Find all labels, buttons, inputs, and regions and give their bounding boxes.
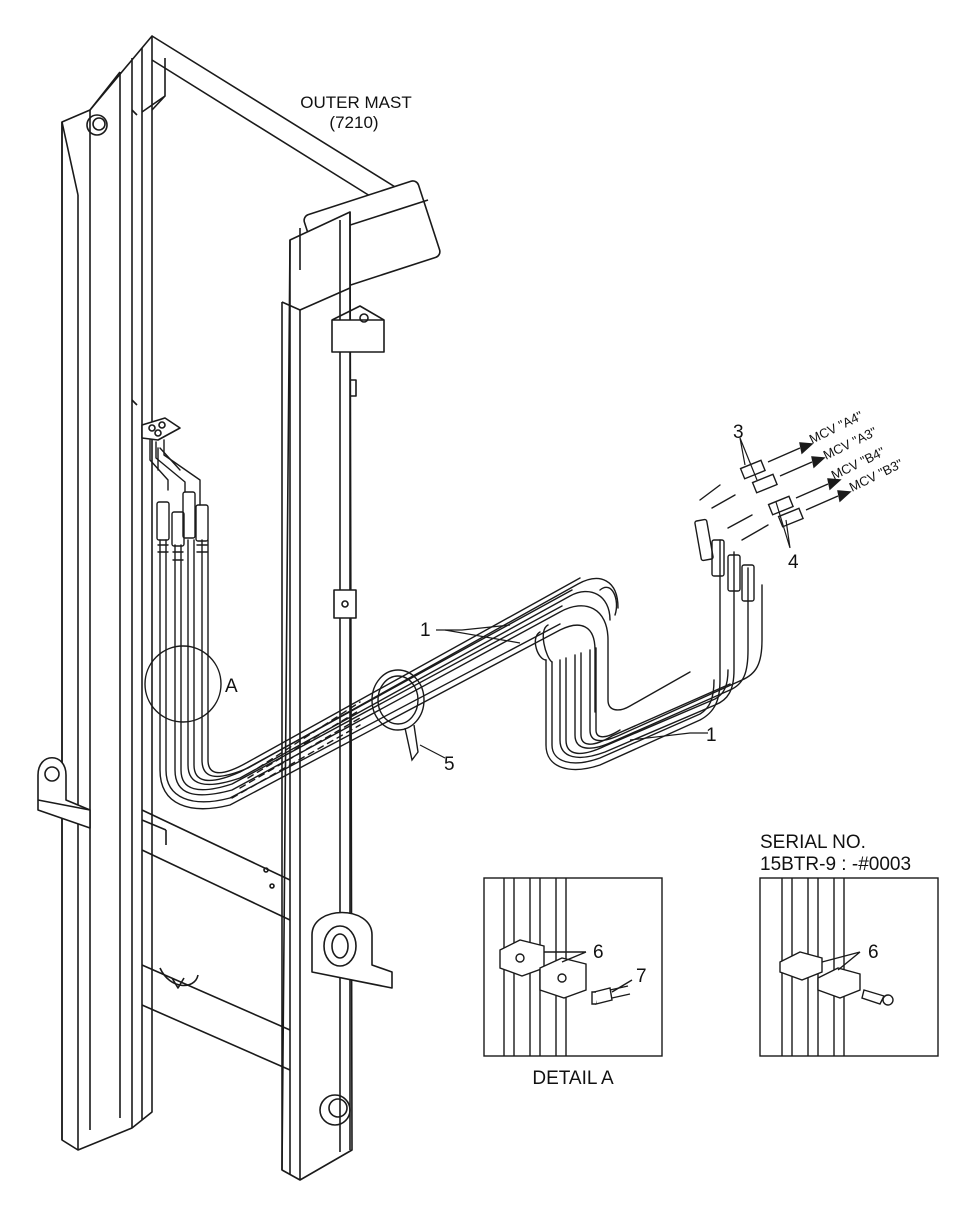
- left-mast-rail: [61, 35, 153, 1151]
- right-hose-fittings: [694, 484, 769, 602]
- serial-line-2: 15BTR-9 : -#0003: [760, 854, 911, 875]
- labels: OUTER MAST (7210) 1 1 3 4 5 A MCV "A4" M…: [225, 93, 911, 1089]
- detail-a-bolt: [591, 985, 631, 1005]
- callout-detail-ref: A: [225, 676, 238, 697]
- adapter-a3: [751, 473, 778, 494]
- serial-clamp-label: 6: [868, 942, 879, 963]
- detail-a-box: [483, 877, 663, 1057]
- bottom-roller: [319, 1094, 351, 1126]
- detail-a-clamp-label: 6: [593, 942, 604, 963]
- hose-mount-plate: [141, 417, 181, 441]
- left-hose-fittings: [156, 491, 209, 561]
- detail-a-clamps: [499, 939, 587, 999]
- mcv-arrows: [767, 442, 852, 511]
- detail-a-caption: DETAIL A: [532, 1068, 614, 1089]
- left-mount-bracket: [37, 757, 91, 829]
- leader-lines: [419, 437, 791, 759]
- outer-mast-frame: [37, 35, 441, 1181]
- adapter-b4: [767, 495, 794, 516]
- title-line-2: (7210): [329, 113, 378, 132]
- serial-detail-clamps: [779, 951, 861, 999]
- right-mast-rail: [281, 211, 385, 1181]
- callout-adapter-lower: 4: [788, 552, 799, 573]
- hose-assembly: [149, 439, 769, 810]
- bottom-crossbar: [141, 964, 291, 1071]
- serial-line-1: SERIAL NO.: [760, 832, 866, 853]
- adapter-b3: [777, 507, 804, 528]
- callout-hose-right: 1: [706, 725, 717, 746]
- callout-cable-tie: 5: [444, 754, 455, 775]
- callout-hose: 1: [420, 620, 431, 641]
- title-line-1: OUTER MAST: [300, 93, 411, 112]
- middle-crossbar: [141, 809, 291, 921]
- right-mount-bracket: [311, 911, 393, 989]
- detail-a-bolt-label: 7: [636, 966, 647, 987]
- serial-detail-box: [759, 877, 939, 1057]
- cable-tie: [371, 669, 425, 762]
- callout-adapter-upper: 3: [733, 422, 744, 443]
- serial-detail-bolt: [861, 989, 894, 1006]
- detail-a-circle: [144, 645, 222, 723]
